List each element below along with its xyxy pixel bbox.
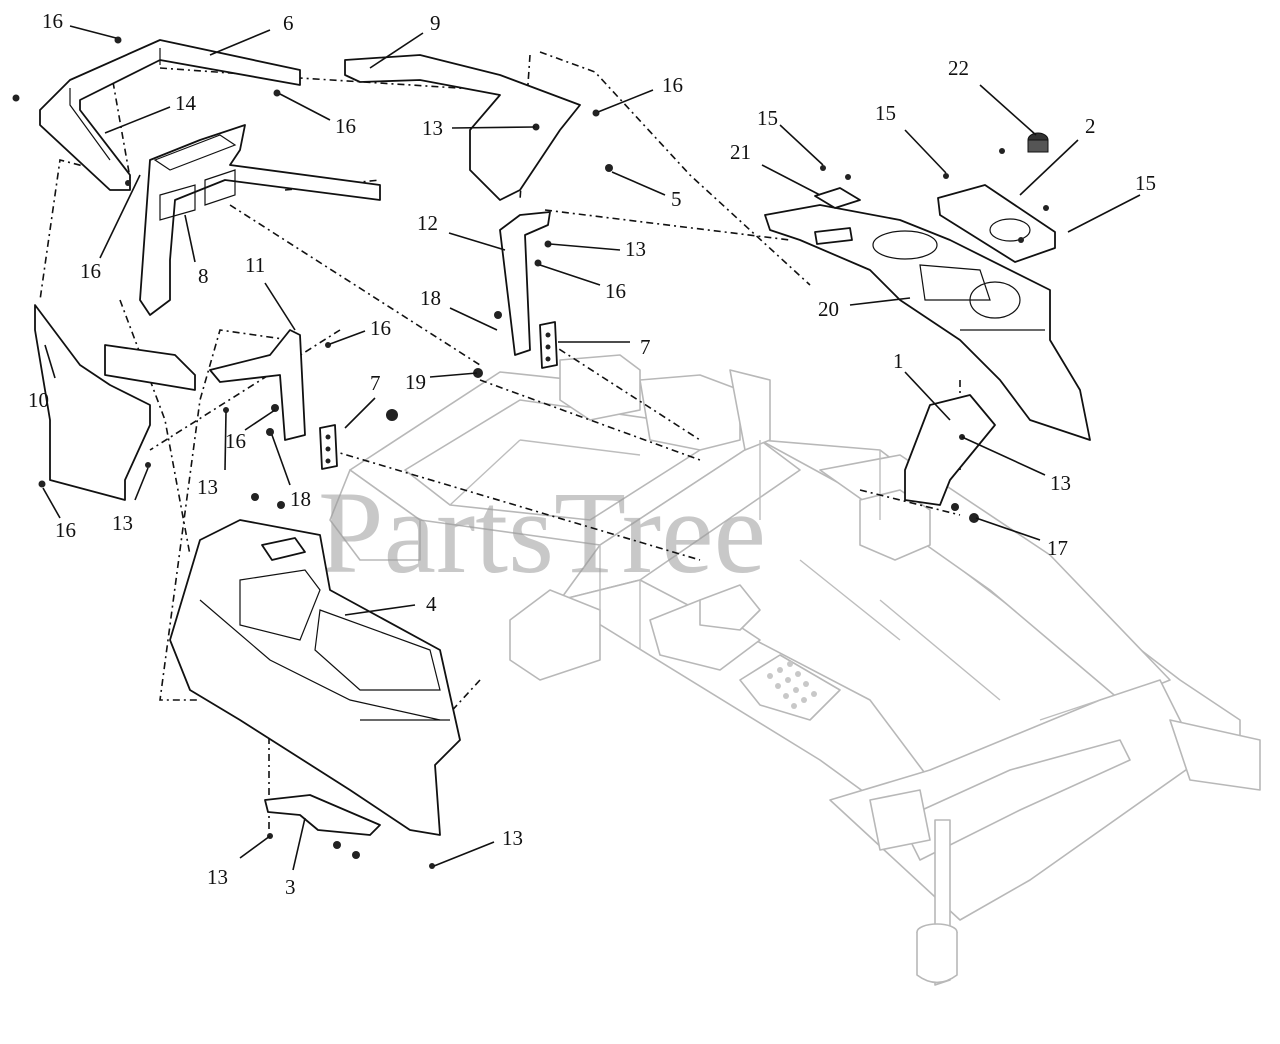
watermark-text: PartsTree [318,467,766,598]
callout-9: 10 [28,388,49,412]
part-5-upper-frame [39,39,301,191]
part-21-cover-plate [814,187,861,209]
part-4-left-console [169,519,461,836]
callout-10: 9 [430,11,441,35]
callout-6: 2 [1085,114,1096,138]
callout-13: 13 [1050,471,1071,495]
callout-1: 1 [893,349,904,373]
callout-17: 17 [1047,536,1068,560]
callout-15: 15 [875,101,896,125]
callout-21: 21 [730,140,751,164]
callout-12: 12 [417,211,438,235]
callout-18: 18 [420,286,441,310]
callout-15: 15 [1135,171,1156,195]
callout-13: 13 [625,237,646,261]
callout-labels: 16 6 9 14 16 13 16 5 16 8 12 13 16 18 7 … [28,9,1156,899]
part-20-right-console [764,204,1091,441]
part-6-cup-holder-tray [937,184,1056,263]
callout-16: 16 [335,114,356,138]
callout-16: 16 [662,73,683,97]
part-7-plate-left [319,424,338,470]
callout-11: 11 [245,253,265,277]
callout-16: 16 [80,259,101,283]
callout-18: 18 [290,487,311,511]
callout-7: 7 [370,371,381,395]
callout-13: 13 [207,865,228,889]
callout-2: 3 [285,875,296,899]
part-12-mount-bracket [499,211,551,356]
callout-22: 22 [948,56,969,80]
callout-5: 6 [283,11,294,35]
callout-16: 16 [55,518,76,542]
part-11-mount-bracket [209,329,306,441]
callout-8: 8 [198,264,209,288]
callout-20: 20 [818,297,839,321]
callout-14: 14 [175,91,197,115]
foot-plate-holes [767,661,817,709]
part-1-lower-bracket [904,394,996,506]
hardware-fasteners [12,36,1049,869]
callout-13: 13 [422,116,443,140]
callout-13: 13 [112,511,133,535]
callout-15: 15 [757,106,778,130]
part-10-upper-bracket [344,54,581,201]
part-22-knob [1027,132,1049,153]
callout-3: 5 [671,187,682,211]
callout-16: 16 [370,316,391,340]
callout-13: 13 [197,475,218,499]
part-2-lower-bracket [264,794,381,836]
callout-16: 16 [42,9,63,33]
callout-16: 16 [225,429,246,453]
mower-frame [329,354,1261,986]
callout-16: 16 [605,279,626,303]
part-7-plate-right [539,321,558,369]
callout-4: 4 [426,592,437,616]
part-9-side-panel [34,304,196,501]
callout-19: 19 [405,370,426,394]
callout-7: 7 [640,335,651,359]
callout-13: 13 [502,826,523,850]
leader-lines [42,25,1141,871]
part-8-mounting-bracket [139,124,381,316]
